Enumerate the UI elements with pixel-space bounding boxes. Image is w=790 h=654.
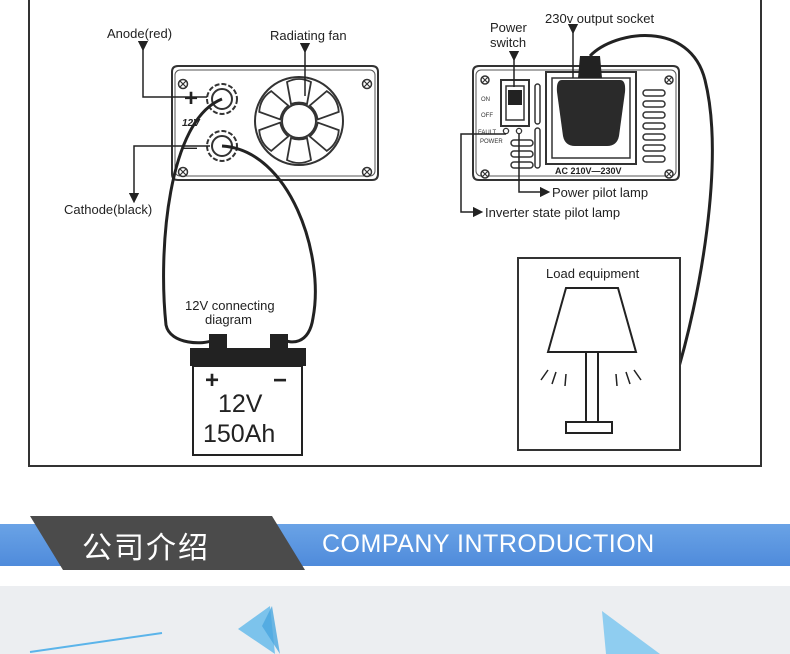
inverter-minus-mark: —	[183, 139, 197, 155]
load-equipment-label: Load equipment	[546, 266, 640, 281]
radiating-fan-label: Radiating fan	[270, 28, 347, 43]
connection-diagram: + — 12V Anode(red) Radiating fan Cathode…	[28, 0, 762, 467]
inverter-state-lamp-label: Inverter state pilot lamp	[485, 205, 620, 220]
banner-title-en: COMPANY INTRODUCTION	[322, 530, 655, 558]
battery-plus-mark: +	[205, 367, 219, 394]
cathode-label: Cathode(black)	[64, 202, 152, 217]
fan-icon	[254, 76, 344, 166]
power-switch-label-line2: switch	[490, 35, 526, 50]
decor-line	[29, 632, 163, 653]
inverter-voltage-mark: 12V	[182, 118, 201, 129]
inverter-ac-side: ON OFF FAULT POWER AC 210V—230V	[472, 56, 680, 181]
banner-title-plate	[30, 516, 305, 570]
cathode-cable	[221, 144, 317, 344]
power-lamp-icon	[515, 127, 523, 135]
power-pilot-lamp-label: Power pilot lamp	[552, 185, 648, 200]
decor-triangle-left	[238, 606, 275, 654]
power-switch-icon	[500, 79, 530, 127]
fault-lamp-icon	[502, 127, 510, 135]
banner-title-cn: 公司介绍	[82, 531, 210, 566]
decorative-shapes	[29, 606, 660, 654]
battery-capacity: 150Ah	[203, 420, 275, 448]
power-mark: POWER	[480, 139, 503, 145]
output-socket-label: 230v output socket	[545, 11, 655, 26]
connecting-diagram-label-line1: 12V connecting	[185, 298, 275, 313]
decorative-background	[0, 586, 790, 654]
section-banner: 公司介绍 COMPANY INTRODUCTION	[0, 516, 790, 570]
diagram-frame	[28, 0, 762, 467]
lamp-icon	[540, 287, 642, 434]
anode-label: Anode(red)	[107, 26, 172, 41]
anode-cable	[162, 97, 223, 345]
decor-triangle-left-dark	[262, 606, 280, 654]
fault-mark: FAULT	[478, 130, 497, 136]
battery-icon: + − 12V 150Ah	[190, 334, 306, 456]
inverter-dc-side: + — 12V	[171, 65, 379, 181]
battery-minus-mark: −	[273, 367, 287, 394]
load-equipment-box: Load equipment	[517, 257, 681, 451]
battery-voltage: 12V	[218, 390, 263, 418]
connecting-diagram-label-line2: diagram	[205, 312, 252, 327]
decor-triangle-right	[602, 611, 660, 654]
ac-plug-icon	[556, 56, 626, 146]
power-switch-label-line1: Power	[490, 20, 528, 35]
switch-off-mark: OFF	[481, 113, 493, 119]
socket-rating: AC 210V—230V	[555, 166, 622, 176]
inverter-plus-mark: +	[184, 85, 198, 112]
switch-on-mark: ON	[481, 97, 490, 103]
